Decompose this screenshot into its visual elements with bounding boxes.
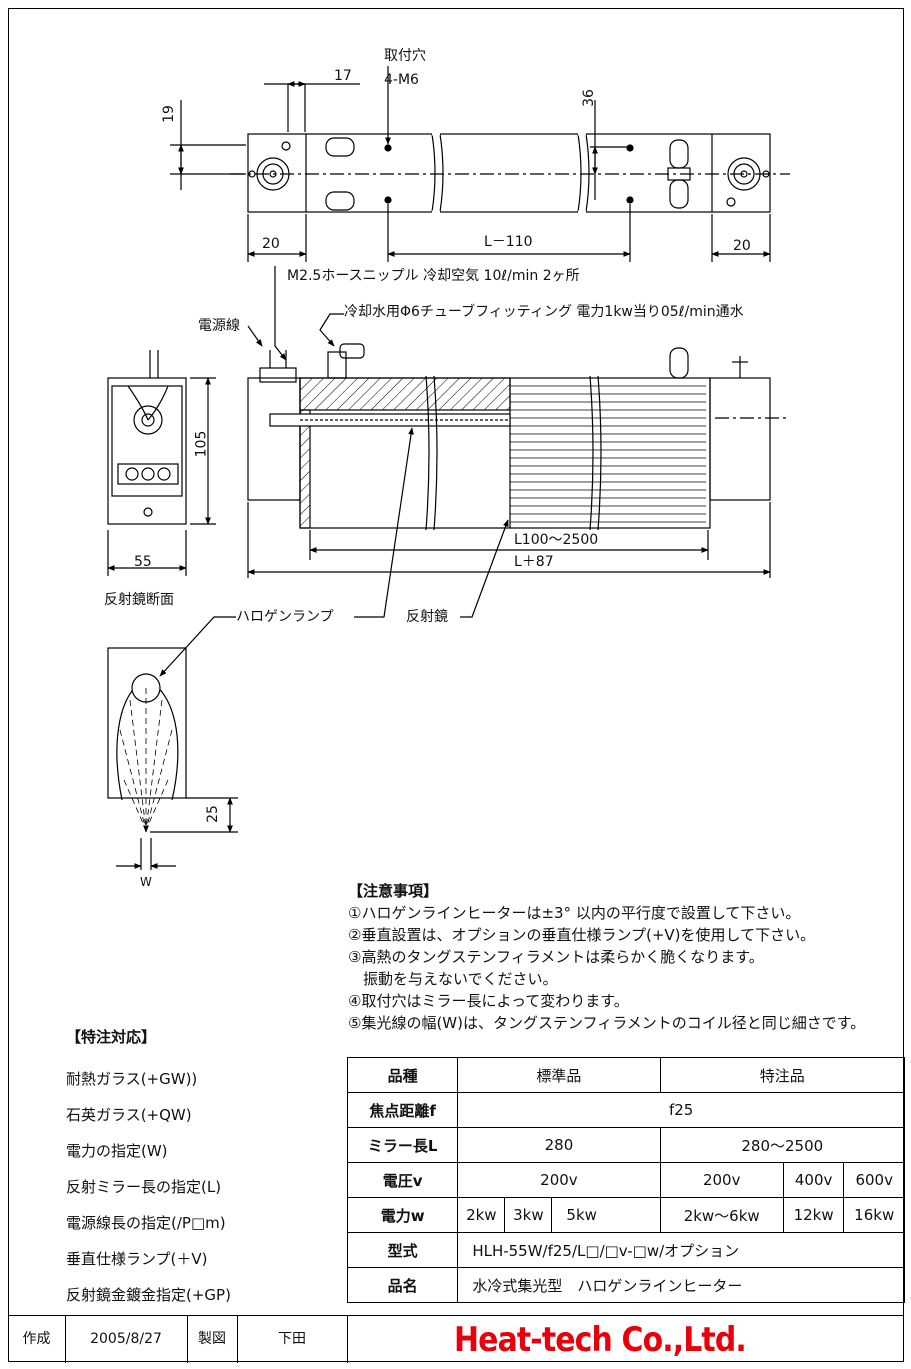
note-item: ①ハロゲンラインヒーターは±3° 以内の平行度で設置して下さい。	[348, 904, 801, 922]
power-value: 5kw	[551, 1197, 661, 1233]
power-value: 3kw	[504, 1197, 553, 1233]
product-name: 水冷式集光型 ハロゲンラインヒーター	[457, 1267, 905, 1303]
header-model: 型式	[346, 1232, 459, 1268]
power-value: 16kw	[843, 1197, 905, 1233]
spec-table: 品種 標準品 特注品 焦点距離f f25 ミラー長L 280 280～2500 …	[346, 1057, 906, 1303]
note-item: ④取付穴はミラー長によって変わります。	[348, 992, 629, 1010]
hose-nipple-label: M2.5ホースニップル 冷却空気 10ℓ/min 2ヶ所	[287, 268, 580, 284]
voltage-special: 200v	[659, 1162, 784, 1198]
top-view	[170, 66, 790, 262]
dim-55: 55	[134, 554, 152, 570]
header-focal: 焦点距離f	[346, 1092, 459, 1128]
dim-17: 17	[334, 68, 352, 84]
dim-l-range: L100～2500	[514, 532, 599, 548]
dim-w: W	[140, 875, 152, 889]
model-value: HLH-55W/f25/L□/□v-□w/オプション	[457, 1232, 905, 1268]
company-logo: Heat-tech Co.,Ltd.	[454, 1320, 747, 1360]
end-view	[107, 350, 216, 576]
title-block: 作成 2005/8/27 製図 下田	[8, 1315, 904, 1363]
drafter-name: 下田	[237, 1316, 348, 1363]
created-label: 作成	[8, 1316, 66, 1363]
dim-36: 36	[580, 89, 597, 107]
special-order-item: 垂直仕様ランプ(＋V)	[66, 1250, 208, 1268]
dim-25: 25	[204, 805, 221, 823]
special-order-item: 反射鏡金鍍金指定(+GP)	[66, 1286, 231, 1304]
power-value: 2kw	[457, 1197, 506, 1233]
special-order-item: 耐熱ガラス(+GW))	[66, 1070, 198, 1088]
voltage-standard: 200v	[457, 1162, 661, 1198]
mount-hole-title: 取付穴	[384, 48, 426, 64]
notes-title: 【注意事項】	[348, 882, 439, 900]
note-item: ②垂直設置は、オプションの垂直仕様ランプ(+V)を使用して下さい。	[348, 926, 816, 944]
reflector-section-label: 反射鏡断面	[104, 592, 174, 608]
special-order-item: 電源線長の指定(/P□m)	[66, 1214, 226, 1232]
power-value: 2kw～6kw	[659, 1197, 784, 1233]
voltage-special: 600v	[843, 1162, 905, 1198]
special-order-title: 【特注対応】	[66, 1028, 157, 1046]
halogen-lamp-label: ハロゲンランプ	[236, 609, 334, 625]
mount-hole-spec: 4-M6	[384, 72, 419, 88]
special-order-item: 電力の指定(W)	[66, 1142, 168, 1160]
tube-fitting-label: 冷却水用Φ6チューブフィッティング 電力1kw当り05ℓ/min通水	[344, 304, 744, 320]
voltage-special: 400v	[782, 1162, 845, 1198]
special-order-item: 石英ガラス(+QW)	[66, 1106, 192, 1124]
dim-20-right: 20	[733, 238, 751, 254]
header-power: 電力w	[346, 1197, 459, 1233]
mirror-special: 280～2500	[659, 1127, 906, 1163]
mirror-standard: 280	[457, 1127, 661, 1163]
dim-19: 19	[160, 105, 177, 123]
col-standard: 標準品	[457, 1057, 661, 1093]
note-item: ③高熱のタングステンフィラメントは柔らかく脆くなります。	[348, 948, 764, 966]
side-view	[247, 266, 790, 618]
header-mirror: ミラー長L	[346, 1127, 459, 1163]
note-item: ⑤集光線の幅(W)は、タングステンフィラメントのコイル径と同じ細さです。	[348, 1014, 866, 1032]
power-cable-label: 電源線	[198, 318, 240, 334]
reflector-section-view	[107, 616, 238, 870]
dim-105: 105	[193, 430, 210, 458]
header-voltage: 電圧v	[346, 1162, 459, 1198]
drawn-label: 製図	[187, 1316, 238, 1363]
header-name: 品名	[346, 1267, 459, 1303]
power-value: 12kw	[782, 1197, 845, 1233]
col-special: 特注品	[659, 1057, 906, 1093]
dim-l-plus-87: L＋87	[514, 554, 554, 570]
header-type: 品種	[346, 1057, 459, 1093]
special-order-block: 【特注対応】 耐熱ガラス(+GW)) 石英ガラス(+QW) 電力の指定(W) 反…	[66, 1026, 231, 1313]
dim-20-left: 20	[262, 236, 280, 252]
dim-l-minus-110: L－110	[484, 234, 533, 250]
special-order-item: 反射ミラー長の指定(L)	[66, 1178, 222, 1196]
drawing-frame	[8, 8, 904, 1362]
reflector-label: 反射鏡	[406, 609, 448, 625]
notes-block: 【注意事項】 ①ハロゲンラインヒーターは±3° 以内の平行度で設置して下さい。 …	[348, 880, 865, 1034]
focal-value: f25	[457, 1092, 905, 1128]
created-date: 2005/8/27	[65, 1316, 188, 1363]
note-item: 振動を与えないでください。	[348, 970, 558, 988]
